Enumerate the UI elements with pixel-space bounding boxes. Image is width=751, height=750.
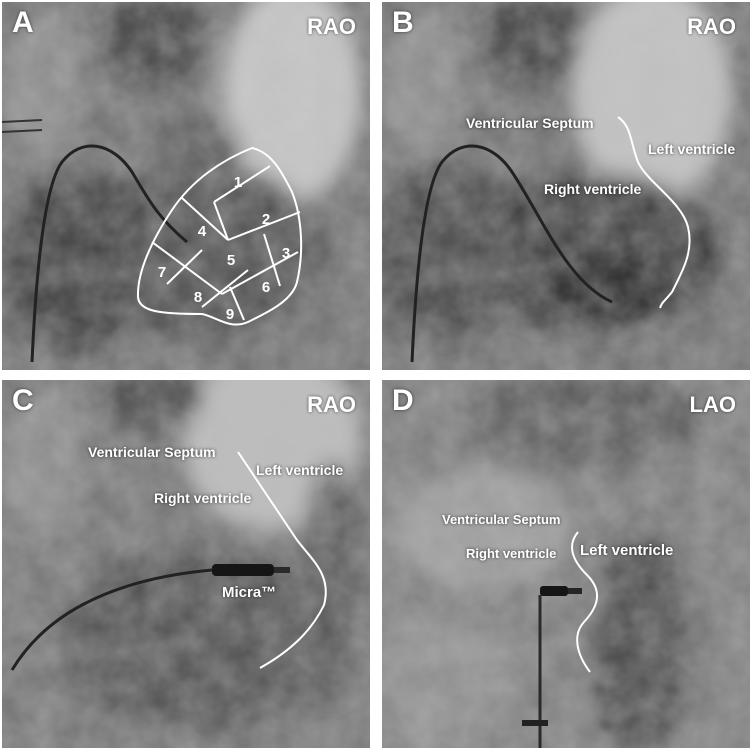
segment-label: 2 (261, 211, 271, 228)
septum-label: Ventricular Septum (466, 115, 594, 131)
micra-device-label: Micra™ (222, 584, 277, 601)
segment-label: 6 (261, 279, 271, 296)
segment-label: 7 (157, 264, 167, 281)
panel-d: D LAO Ventricular Septum Right ventricle… (382, 380, 750, 748)
panel-b: B RAO Ventricular Septum Left ventricle … (382, 2, 750, 370)
xray-image-d (382, 380, 750, 748)
segment-label: 5 (226, 252, 236, 269)
right-ventricle-label: Right ventricle (466, 546, 557, 561)
left-ventricle-label: Left ventricle (648, 141, 736, 157)
segment-label: 9 (225, 306, 235, 323)
septum-line (571, 531, 598, 673)
segment-label: 1 (233, 174, 243, 191)
view-label: RAO (307, 14, 356, 39)
xray-image-b (382, 2, 750, 370)
xray-image-c (2, 380, 370, 748)
septum-label: Ventricular Septum (442, 512, 561, 527)
segment-label: 3 (281, 245, 291, 262)
left-ventricle-label: Left ventricle (256, 462, 344, 478)
panel-a: A RAO 1 2 3 4 5 6 7 8 9 (2, 2, 370, 370)
segment-label: 8 (193, 289, 203, 306)
septum-label: Ventricular Septum (88, 444, 216, 460)
view-label: RAO (307, 392, 356, 417)
segment-label: 4 (197, 223, 207, 240)
view-label: LAO (689, 392, 736, 417)
panel-letter: B (392, 6, 414, 39)
septum-line (237, 451, 327, 669)
panel-letter: D (392, 384, 414, 417)
panel-c: C RAO Ventricular Septum Left ventricle … (2, 380, 370, 748)
panel-letter: C (12, 384, 34, 417)
xray-image-a (2, 2, 370, 370)
left-ventricle-label: Left ventricle (580, 542, 674, 559)
view-label: RAO (687, 14, 736, 39)
panel-letter: A (12, 6, 34, 39)
segment-grid (136, 146, 303, 326)
right-ventricle-label: Right ventricle (544, 181, 642, 197)
right-ventricle-label: Right ventricle (154, 490, 252, 506)
septum-line (617, 116, 691, 309)
